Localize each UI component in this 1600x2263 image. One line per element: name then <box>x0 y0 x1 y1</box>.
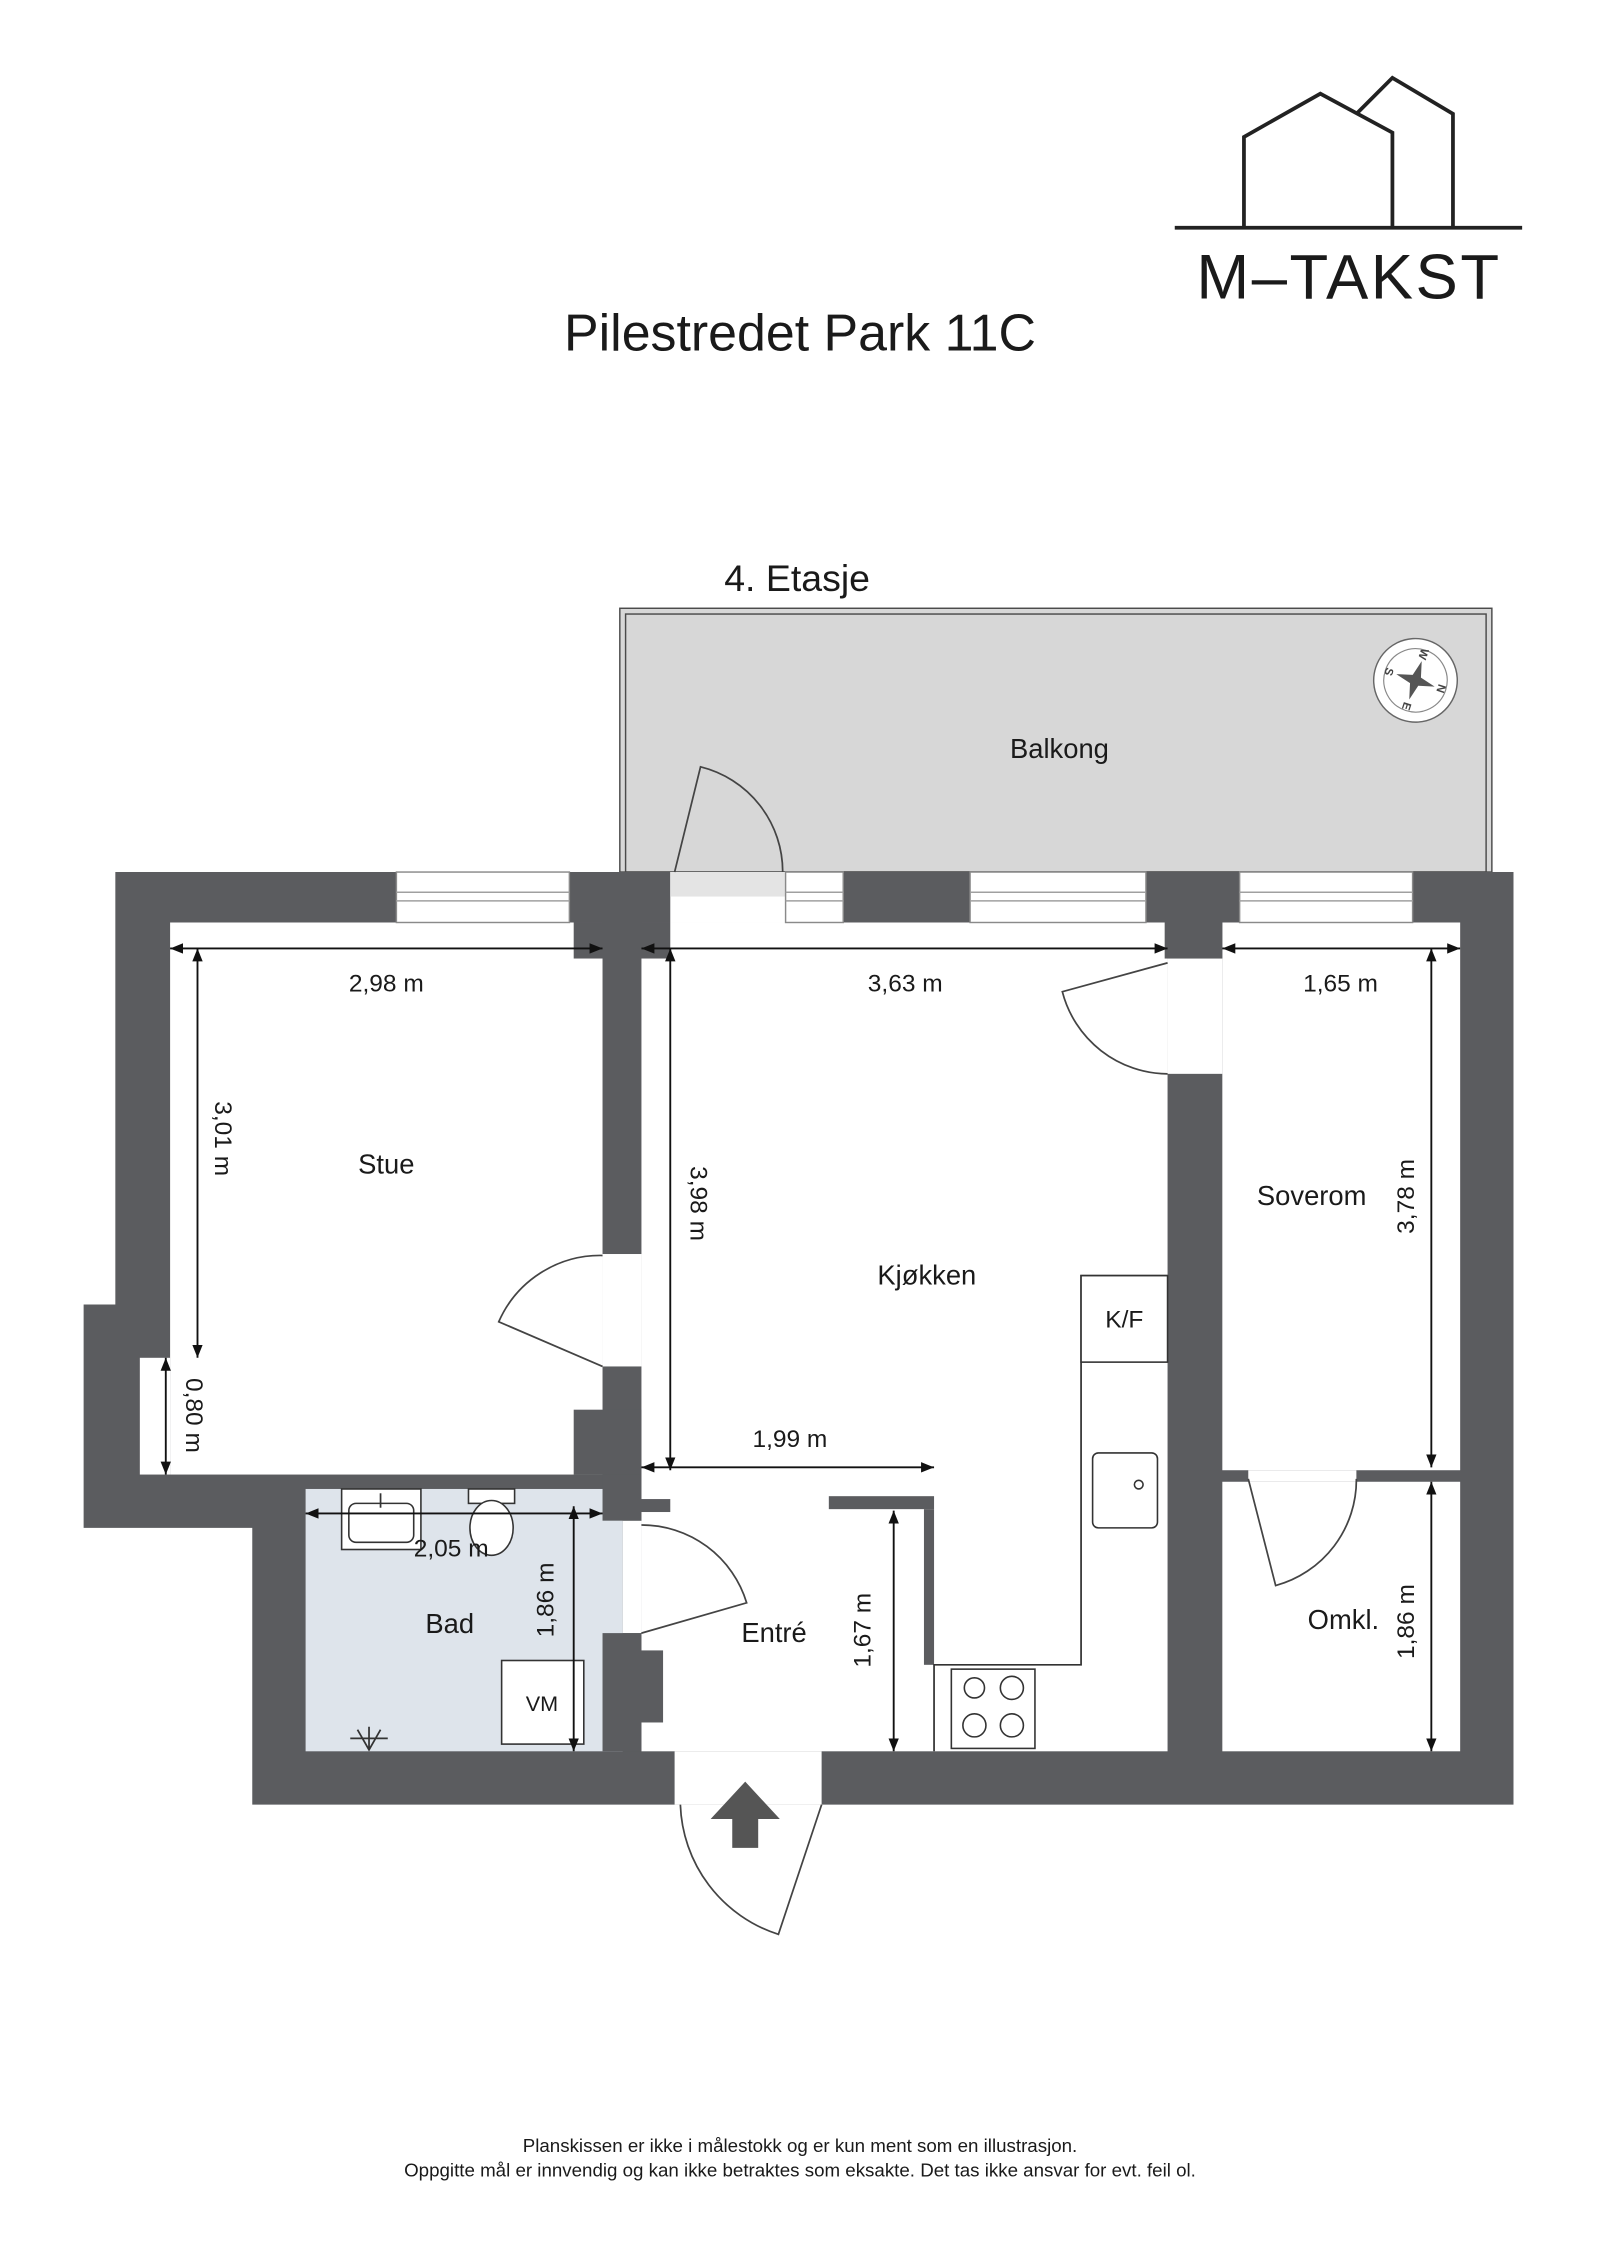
compass-west-label: W <box>1415 647 1430 661</box>
window-kjokken-small <box>784 871 844 924</box>
disclaimer-line-1: Planskissen er ikke i målestokk og er ku… <box>523 2135 1078 2156</box>
dimension-label: 1,67 m <box>850 1593 877 1668</box>
fridge-freezer <box>1080 1274 1169 1363</box>
dimension-label: 2,05 m <box>414 1536 489 1563</box>
disclaimer: Planskissen er ikke i målestokk og er ku… <box>404 2135 1196 2181</box>
omkl-door <box>1247 1478 1358 1587</box>
dimension-entre-width: 1,99 m <box>641 1426 935 1473</box>
fridge-freezer-label: K/F <box>1105 1307 1143 1334</box>
dimension-entre-depth: 1,67 m <box>850 1510 899 1752</box>
room-label-bad: Bad <box>425 1608 474 1639</box>
room-label-entre: Entré <box>741 1617 806 1648</box>
dimension-kjokken-depth: 3,98 m <box>665 948 712 1471</box>
dimension-bad-depth: 1,86 m <box>532 1506 579 1752</box>
page-title: Pilestredet Park 11C <box>564 303 1036 361</box>
stove-icon <box>950 1668 1036 1750</box>
dimension-stue-alcove: 0,80 m <box>160 1357 207 1475</box>
sink-icon <box>1091 1452 1159 1529</box>
floor-drain-icon <box>350 1726 388 1752</box>
logo: M–TAKST <box>1174 75 1523 312</box>
windows <box>395 871 1414 924</box>
washing-machine-label: VM <box>526 1691 558 1716</box>
room-labels: Balkong Stue Kjøkken Soverom Bad Entré O… <box>358 733 1379 1648</box>
dimension-stue-width: 2,98 m <box>170 943 603 998</box>
soverom-door <box>1061 962 1168 1075</box>
inner-walls <box>573 922 1223 1752</box>
dimension-bad-width: 2,05 m <box>305 1508 603 1563</box>
dimension-label: 3,78 m <box>1393 1159 1420 1234</box>
room-label-balkong: Balkong <box>1010 733 1109 764</box>
dimension-omkl-depth: 1,86 m <box>1393 1481 1437 1752</box>
disclaimer-line-2: Oppgitte mål er innvendig og kan ikke be… <box>404 2160 1196 2181</box>
dimension-label: 1,86 m <box>532 1563 559 1638</box>
dimension-label: 1,86 m <box>1393 1584 1420 1659</box>
room-label-kjokken: Kjøkken <box>877 1259 976 1290</box>
compass-south-label: S <box>1381 666 1395 677</box>
dimension-kjokken-width: 3,63 m <box>641 943 1168 998</box>
kitchen-fixtures: K/F <box>933 1274 1169 1752</box>
dimensions: 2,98 m 3,63 m 1,65 m 3,01 m 0,80 m 3,98 … <box>160 943 1461 1752</box>
dimension-soverom-depth: 3,78 m <box>1393 948 1437 1468</box>
logo-text: M–TAKST <box>1196 242 1499 312</box>
dimension-label: 1,99 m <box>752 1426 827 1453</box>
bad-door <box>641 1524 748 1634</box>
window-kjokken <box>969 871 1147 924</box>
floor-label: 4. Etasje <box>724 557 870 599</box>
window-stue <box>395 871 571 924</box>
entry-door <box>679 1804 823 1936</box>
room-label-omkl: Omkl. <box>1308 1604 1379 1635</box>
compass-icon: N E S W <box>1372 637 1458 723</box>
room-label-soverom: Soverom <box>1257 1180 1367 1211</box>
entry-arrow-icon <box>710 1781 780 1848</box>
dimension-soverom-width: 1,65 m <box>1222 943 1461 998</box>
dimension-stue-depth: 3,01 m <box>192 948 236 1358</box>
room-label-stue: Stue <box>358 1148 414 1179</box>
dimension-label: 2,98 m <box>349 971 424 998</box>
dimension-label: 3,63 m <box>868 971 943 998</box>
dimension-label: 3,01 m <box>209 1101 236 1176</box>
bathroom-fixtures: VM <box>340 1488 585 1752</box>
logo-houses-icon <box>1174 75 1523 230</box>
compass-east-label: E <box>1399 700 1413 711</box>
stue-door <box>497 1254 603 1368</box>
doors <box>497 765 1358 1936</box>
window-soverom <box>1238 871 1414 924</box>
dimension-label: 0,80 m <box>180 1378 207 1453</box>
dimension-label: 3,98 m <box>685 1166 712 1241</box>
balcony-door <box>673 765 784 873</box>
room-fills <box>139 922 1461 1805</box>
compass-north-label: N <box>1433 683 1447 695</box>
balcony-door-opening <box>670 872 786 923</box>
dimension-label: 1,65 m <box>1303 971 1378 998</box>
washbasin-icon <box>340 1488 422 1551</box>
